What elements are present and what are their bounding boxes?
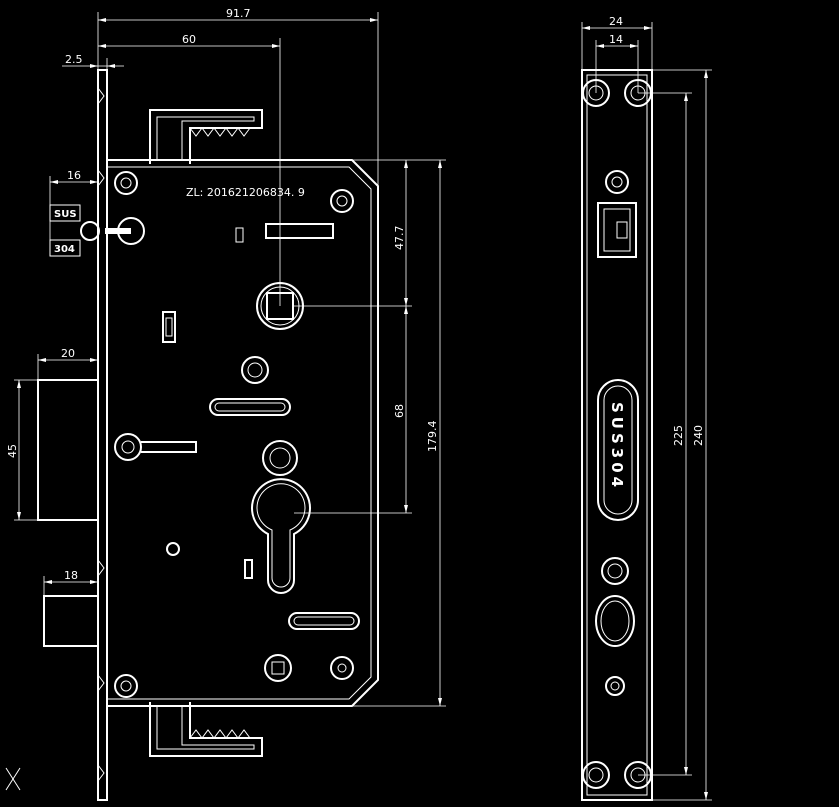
dim-case-height: 179.4 (426, 421, 439, 453)
front-dimensions: 24 14 225 240 (581, 15, 712, 801)
side-dimensions: 91.7 60 2.5 16 20 45 (6, 7, 446, 707)
faceplate-engraving: SUS304 (608, 402, 626, 491)
dim-faceplate-height: 240 (692, 425, 705, 446)
lower-hook (149, 702, 263, 757)
dim-hole-spacing-y: 225 (672, 425, 685, 446)
dim-handle-to-top: 47.7 (393, 226, 406, 251)
material-tag: SUS 304 (49, 204, 81, 257)
case-screws (114, 171, 354, 698)
dim-handle-to-cylinder: 68 (393, 404, 406, 418)
dim-faceplate-width: 24 (609, 15, 623, 28)
upper-hook (149, 109, 263, 164)
lock-case (107, 159, 379, 707)
patent-note: ZL: 201621206834. 9 (186, 186, 305, 199)
front-faceplate: SUS304 (581, 69, 653, 801)
axis-marker (5, 767, 21, 791)
dim-latch-height: 45 (6, 444, 19, 458)
dim-latch-projection: 20 (61, 347, 75, 360)
dim-deadbolt-projection: 18 (64, 569, 78, 582)
dim-overall-width: 91.7 (226, 7, 251, 20)
latch-bolt (37, 379, 99, 521)
dim-hole-spacing-x: 14 (609, 33, 623, 46)
material-label-sus: SUS (54, 209, 77, 220)
dim-faceplate-thickness: 2.5 (65, 53, 83, 66)
side-faceplate (97, 69, 108, 801)
dead-bolt (43, 595, 99, 647)
material-label-304: 304 (54, 244, 75, 255)
dim-front-offset: 16 (67, 169, 81, 182)
internal-features (80, 217, 360, 682)
dim-backset: 60 (182, 33, 196, 46)
